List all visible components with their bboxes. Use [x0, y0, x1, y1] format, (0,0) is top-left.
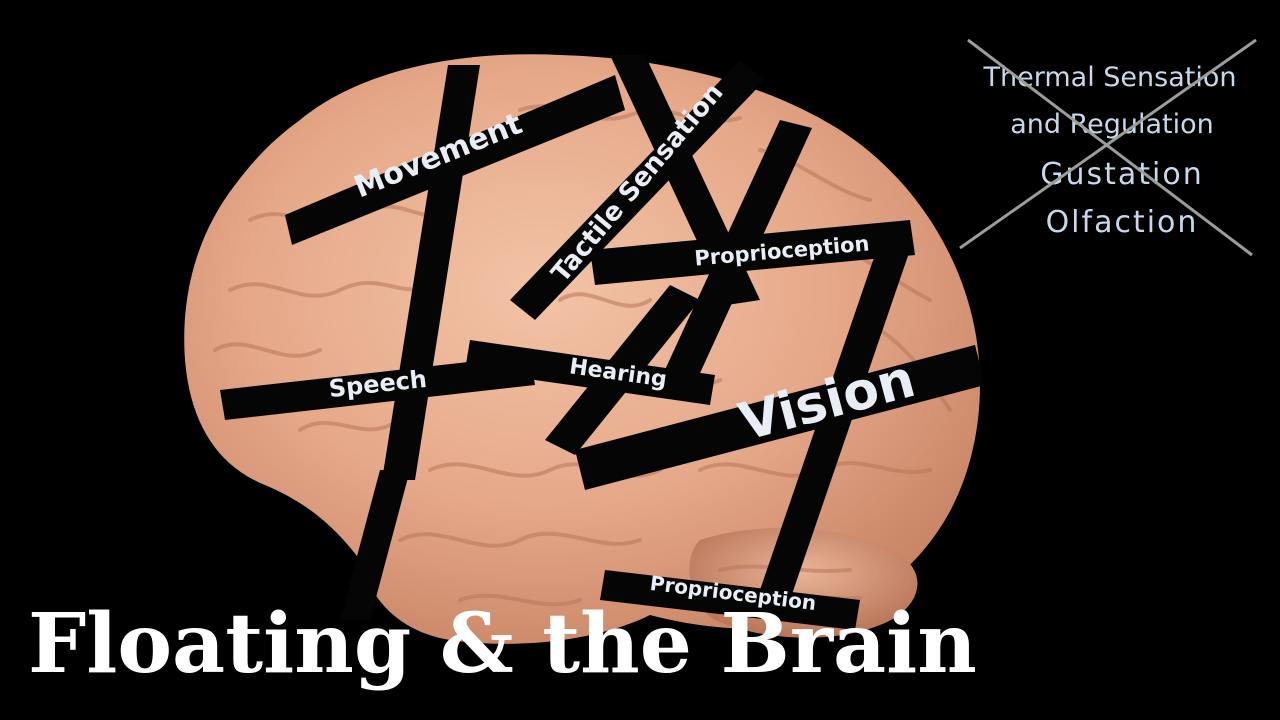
crossed-thermal-line1: Thermal Sensation	[983, 62, 1237, 93]
tape-speech	[220, 355, 535, 420]
tape-diag-a	[658, 120, 812, 395]
tape-tactile	[510, 60, 765, 320]
tape-left-lower	[340, 470, 410, 620]
tape-vision	[575, 345, 985, 490]
tape-strips	[220, 55, 985, 630]
cross-line-2	[959, 38, 1257, 250]
video-title: Floating & the Brain	[28, 596, 977, 692]
crossed-thermal-line2: and Regulation	[1010, 109, 1214, 140]
crossed-out-list: Thermal Sensation and Regulation Gustati…	[959, 38, 1257, 257]
crossed-olfaction: Olfaction	[1046, 205, 1199, 240]
tape-proprio-bottom	[600, 570, 860, 630]
tape-hearing	[465, 340, 715, 405]
cross-line-1	[967, 38, 1253, 257]
